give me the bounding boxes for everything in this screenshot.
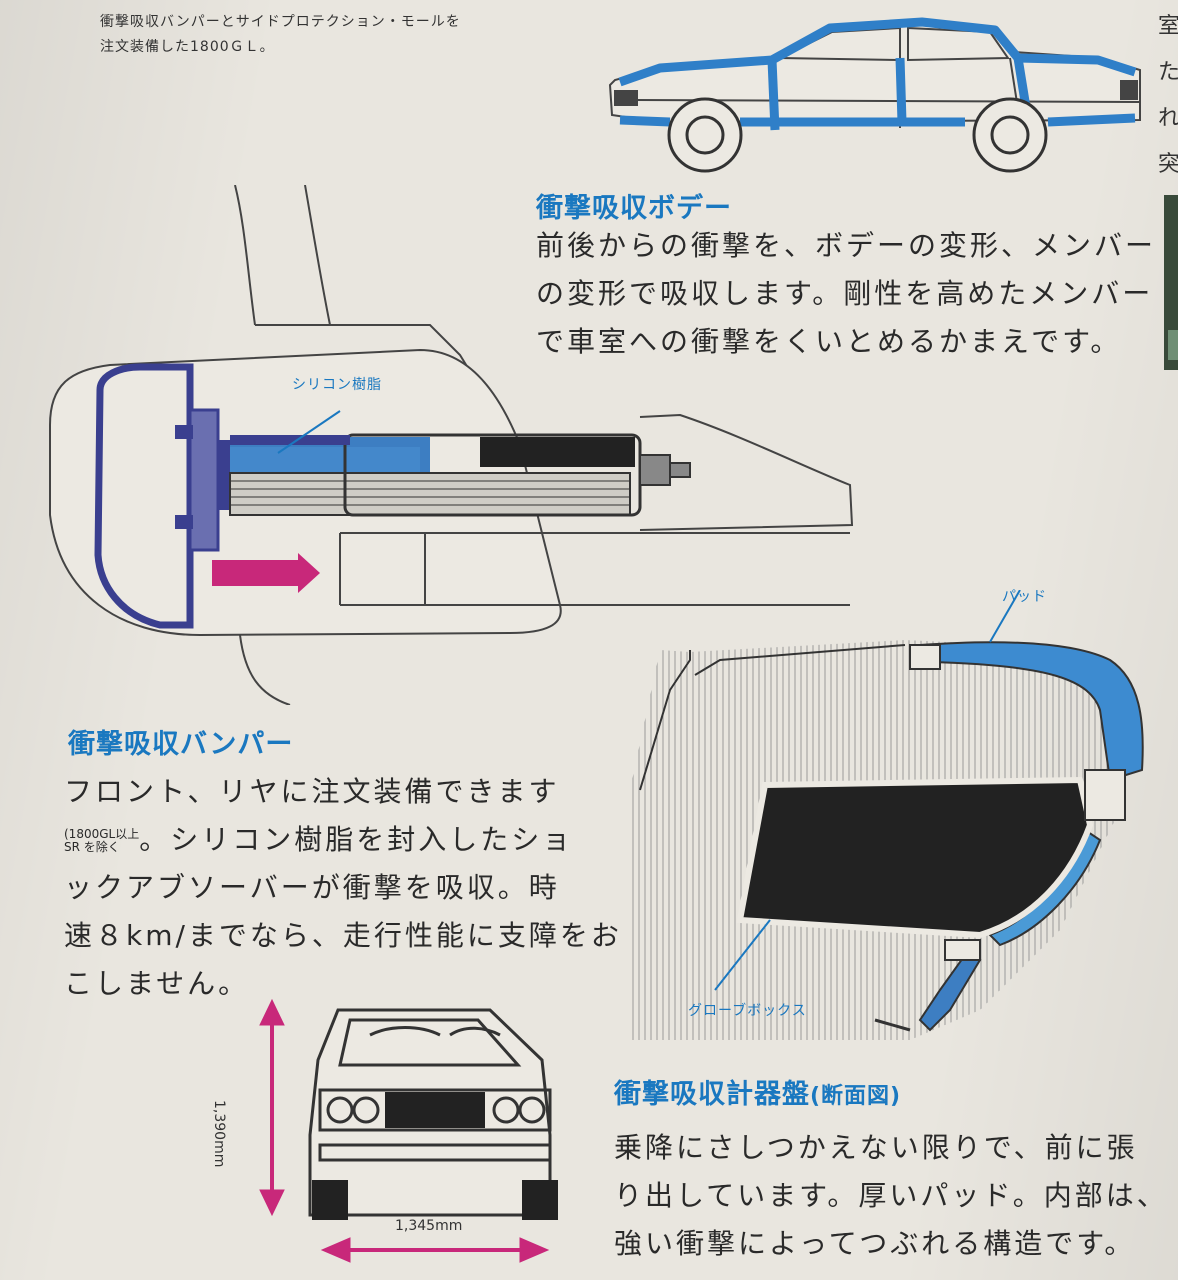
bumper-cutaway-diagram <box>49 185 854 705</box>
photo-caption: 衝撃吸収バンパーとサイドプロテクション・モールを 注文装備した1800ＧＬ。 <box>100 10 461 60</box>
dash-line-2: り出しています。厚いパッド。内部は、 <box>614 1179 1168 1212</box>
dash-section-heading: 衝撃吸収計器盤(断面図) <box>614 1072 901 1111</box>
adjacent-page-photo-detail <box>1168 330 1178 360</box>
dash-section-text: 乗降にさしつかえない限りで、前に張 り出しています。厚いパッド。内部は、 強い衝… <box>614 1124 1168 1268</box>
dash-line-1: 乗降にさしつかえない限りで、前に張 <box>614 1131 1138 1164</box>
body-section-text: 前後からの衝撃を、ボデーの変形、メンバー の変形で吸収します。剛性を高めたメンバ… <box>536 222 1156 366</box>
edge-char: 突 <box>1158 152 1178 177</box>
caption-line-1: 衝撃吸収バンパーとサイドプロテクション・モールを <box>100 14 461 30</box>
body-line-2: の変形で吸収します。剛性を高めたメンバー <box>536 277 1154 310</box>
dash-heading-sub: (断面図) <box>810 1084 902 1109</box>
pad-label: パッド <box>1002 589 1047 605</box>
caption-line-2: 注文装備した1800ＧＬ。 <box>100 39 275 55</box>
body-line-1: 前後からの衝撃を、ボデーの変形、メンバー <box>536 229 1157 262</box>
bumper-note-line-2: SR を除く <box>64 840 120 854</box>
silicone-resin-label: シリコン樹脂 <box>292 377 382 393</box>
height-dimension-label: 1,390mm <box>211 1100 227 1168</box>
adjacent-page-photo <box>1164 195 1178 370</box>
bumper-line-2-tail: 。シリコン樹脂を封入したショ <box>139 823 574 856</box>
bumper-line-1: フロント、リヤに注文装備できます <box>64 775 560 808</box>
bumper-line-3: ックアブソーバーが衝撃を吸収。時 <box>64 871 560 904</box>
bumper-line-4: 速８km/までなら、走行性能に支障をお <box>64 919 622 952</box>
width-dimension-label: 1,345mm <box>395 1218 463 1234</box>
car-front-illustration <box>259 998 558 1263</box>
dash-line-3: 強い衝撃によってつぶれる構造です。 <box>614 1227 1136 1260</box>
body-line-3: で車室への衝撃をくいとめるかまえです。 <box>536 325 1122 358</box>
adjacent-page-text: 室 た れ 突 <box>1158 4 1178 188</box>
bumper-line-5: こしません。 <box>64 967 250 1000</box>
bumper-note-line-1: (1800GL以上 <box>64 827 140 841</box>
edge-char: た <box>1158 60 1178 85</box>
body-section-heading: 衝撃吸収ボデー <box>536 193 732 224</box>
glovebox-label: グローブボックス <box>688 1003 807 1019</box>
dash-heading-main: 衝撃吸収計器盤 <box>614 1079 810 1110</box>
edge-char: れ <box>1158 106 1178 131</box>
edge-char: 室 <box>1158 14 1178 39</box>
dashboard-cross-section-diagram <box>630 590 1144 1040</box>
bumper-section-heading: 衝撃吸収バンパー <box>68 729 294 760</box>
car-side-illustration <box>608 17 1141 173</box>
